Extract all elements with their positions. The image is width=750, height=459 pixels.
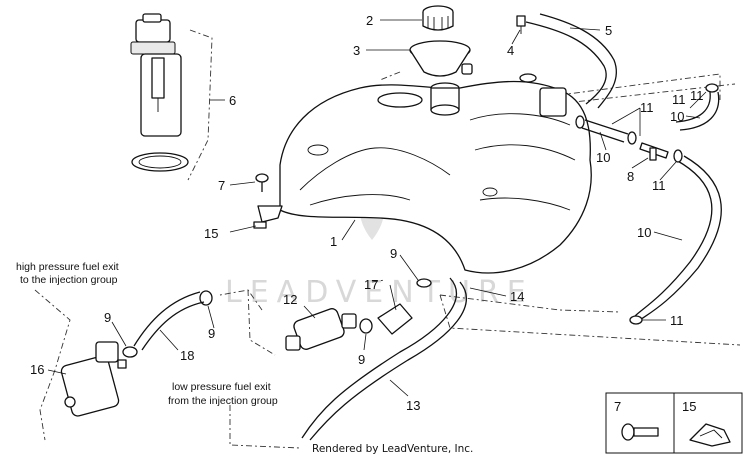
fuel-hoses-part-13-14 bbox=[301, 277, 467, 441]
low-pressure-note-line1: low pressure fuel exit bbox=[172, 381, 271, 393]
callout-8: 8 bbox=[627, 169, 634, 184]
callout-14: 14 bbox=[510, 289, 524, 304]
hose-clamps-part-11 bbox=[575, 83, 719, 325]
callout-11-b: 11 bbox=[652, 178, 666, 193]
fuel-filter-part-12 bbox=[285, 308, 357, 351]
callout-17: 17 bbox=[364, 277, 378, 292]
filler-funnel-part-3 bbox=[409, 40, 473, 77]
callout-1: 1 bbox=[330, 234, 337, 249]
callout-7: 7 bbox=[218, 178, 225, 193]
vent-hoses-part-10 bbox=[581, 91, 722, 321]
svg-text:LEADVENTURE: LEADVENTURE bbox=[225, 275, 534, 310]
inset-bolt-icon bbox=[621, 423, 659, 441]
leadventure-watermark: LEADVENTURE bbox=[225, 178, 534, 310]
fuel-hose-part-18 bbox=[133, 291, 205, 351]
fuel-pump-part-16 bbox=[60, 341, 127, 417]
callout-leaders bbox=[47, 19, 707, 397]
fuel-pump-part-6 bbox=[130, 13, 189, 172]
render-credit: Rendered by LeadVenture, Inc. bbox=[312, 443, 473, 455]
filler-cap-part-2 bbox=[422, 5, 454, 31]
low-pressure-note-line2: from the injection group bbox=[168, 395, 278, 407]
callout-9-d: 9 bbox=[104, 310, 111, 325]
callout-labels: 2 3 4 5 6 7 15 1 8 11 11 10 11 10 10 11 … bbox=[30, 13, 704, 413]
callout-9-c: 9 bbox=[358, 352, 365, 367]
callout-4: 4 bbox=[507, 43, 514, 58]
callout-6: 6 bbox=[229, 93, 236, 108]
vent-fitting-part-4 bbox=[516, 15, 526, 34]
fuel-fitting-part-17 bbox=[377, 303, 413, 335]
vent-hose-part-5 bbox=[525, 13, 617, 109]
callout-3: 3 bbox=[353, 43, 360, 58]
flow-notes: high pressure fuel exit to the injection… bbox=[16, 261, 278, 407]
callout-16: 16 bbox=[30, 362, 44, 377]
callout-2: 2 bbox=[366, 13, 373, 28]
callout-13: 13 bbox=[406, 398, 420, 413]
callout-11-a: 11 bbox=[640, 100, 654, 115]
inset-label-7: 7 bbox=[614, 399, 621, 414]
callout-11-d: 11 bbox=[670, 313, 684, 328]
bolt-part-7 bbox=[255, 173, 269, 192]
high-pressure-note-line1: high pressure fuel exit bbox=[16, 261, 119, 273]
t-connector-part-8 bbox=[639, 142, 669, 161]
callout-5: 5 bbox=[605, 23, 612, 38]
callout-12: 12 bbox=[283, 292, 297, 307]
clamps-part-9 bbox=[122, 278, 432, 358]
clip-part-15 bbox=[253, 205, 283, 229]
hardware-inset: 7 15 bbox=[605, 392, 743, 454]
fuel-tank-part-1 bbox=[279, 73, 592, 274]
callout-10-a: 10 bbox=[596, 150, 610, 165]
callout-15: 15 bbox=[204, 226, 218, 241]
high-pressure-note-line2: to the injection group bbox=[20, 274, 118, 286]
callout-10-b: 10 bbox=[670, 109, 684, 124]
callout-11-e: 11 bbox=[690, 88, 704, 103]
callout-18: 18 bbox=[180, 348, 194, 363]
callout-10-c: 10 bbox=[637, 225, 651, 240]
inset-label-15: 15 bbox=[682, 399, 696, 414]
assembly-dashed-lines bbox=[34, 29, 741, 449]
callout-9-b: 9 bbox=[208, 326, 215, 341]
inset-clip-icon bbox=[689, 423, 731, 447]
callout-9-a: 9 bbox=[390, 246, 397, 261]
callout-11-c: 11 bbox=[672, 92, 686, 107]
